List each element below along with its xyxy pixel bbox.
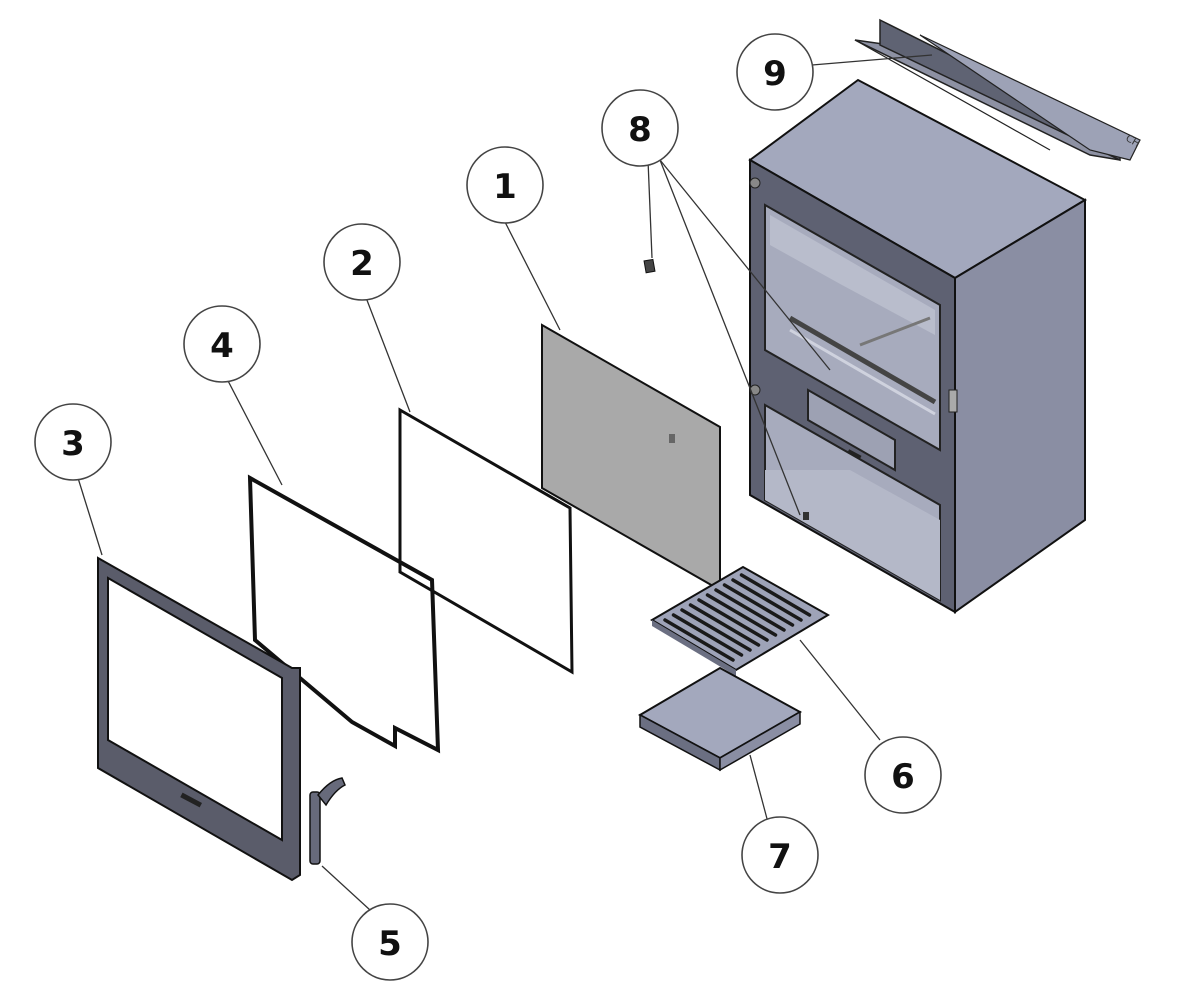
svg-text:2: 2 [350, 244, 374, 284]
svg-text:6: 6 [891, 757, 915, 797]
glass-clip-mark [669, 434, 675, 443]
svg-text:3: 3 [61, 424, 85, 464]
grate-slot [714, 588, 786, 632]
ash-pan [637, 666, 803, 772]
door-seal [247, 474, 441, 754]
svg-text:4: 4 [210, 326, 234, 366]
callout-3: 3 [34, 403, 112, 481]
firebox-back [770, 215, 935, 335]
callout-6: 6 [864, 736, 942, 814]
grate-slot [680, 608, 752, 652]
firebox-bar [789, 328, 936, 416]
callout-8: 8 [601, 89, 679, 167]
grate-slot [697, 598, 769, 642]
door-latch [948, 389, 958, 413]
svg-text:8: 8 [628, 110, 652, 150]
callout-2: 2 [323, 223, 401, 301]
callout-9: 9 [736, 33, 814, 111]
door-frame [97, 556, 301, 882]
hinge-bottom [749, 384, 761, 396]
grate-slot [739, 573, 812, 617]
grate [650, 565, 830, 676]
glass-panel [541, 323, 721, 592]
ash-compartment-floor [765, 470, 940, 600]
grate-slot [731, 578, 803, 622]
hinge-top [749, 177, 761, 189]
clip-in-stove [803, 512, 809, 520]
air-slot [807, 388, 896, 472]
grate-slots [663, 573, 812, 662]
grate-slot [663, 618, 735, 662]
firebox-bar [859, 316, 931, 347]
grate-slot [688, 603, 761, 647]
baffle-plate: CH [854, 18, 1142, 162]
callout-1: 1 [466, 146, 544, 224]
svg-text:5: 5 [378, 924, 402, 964]
glass-seal [398, 407, 574, 675]
svg-text:9: 9 [763, 54, 787, 94]
stove-body [748, 78, 1088, 614]
callout-4: 4 [183, 305, 261, 383]
callout-5: 5 [351, 903, 429, 981]
grate-slot [722, 583, 795, 627]
grate-slot [671, 613, 744, 657]
grate-slot [705, 593, 778, 637]
firebox-bar [788, 315, 937, 405]
callout-7: 7 [741, 816, 819, 894]
door-handle [309, 777, 346, 865]
svg-text:7: 7 [768, 837, 792, 877]
fixing-clip [643, 258, 656, 274]
leader-lines [77, 54, 933, 911]
svg-text:1: 1 [493, 167, 517, 207]
